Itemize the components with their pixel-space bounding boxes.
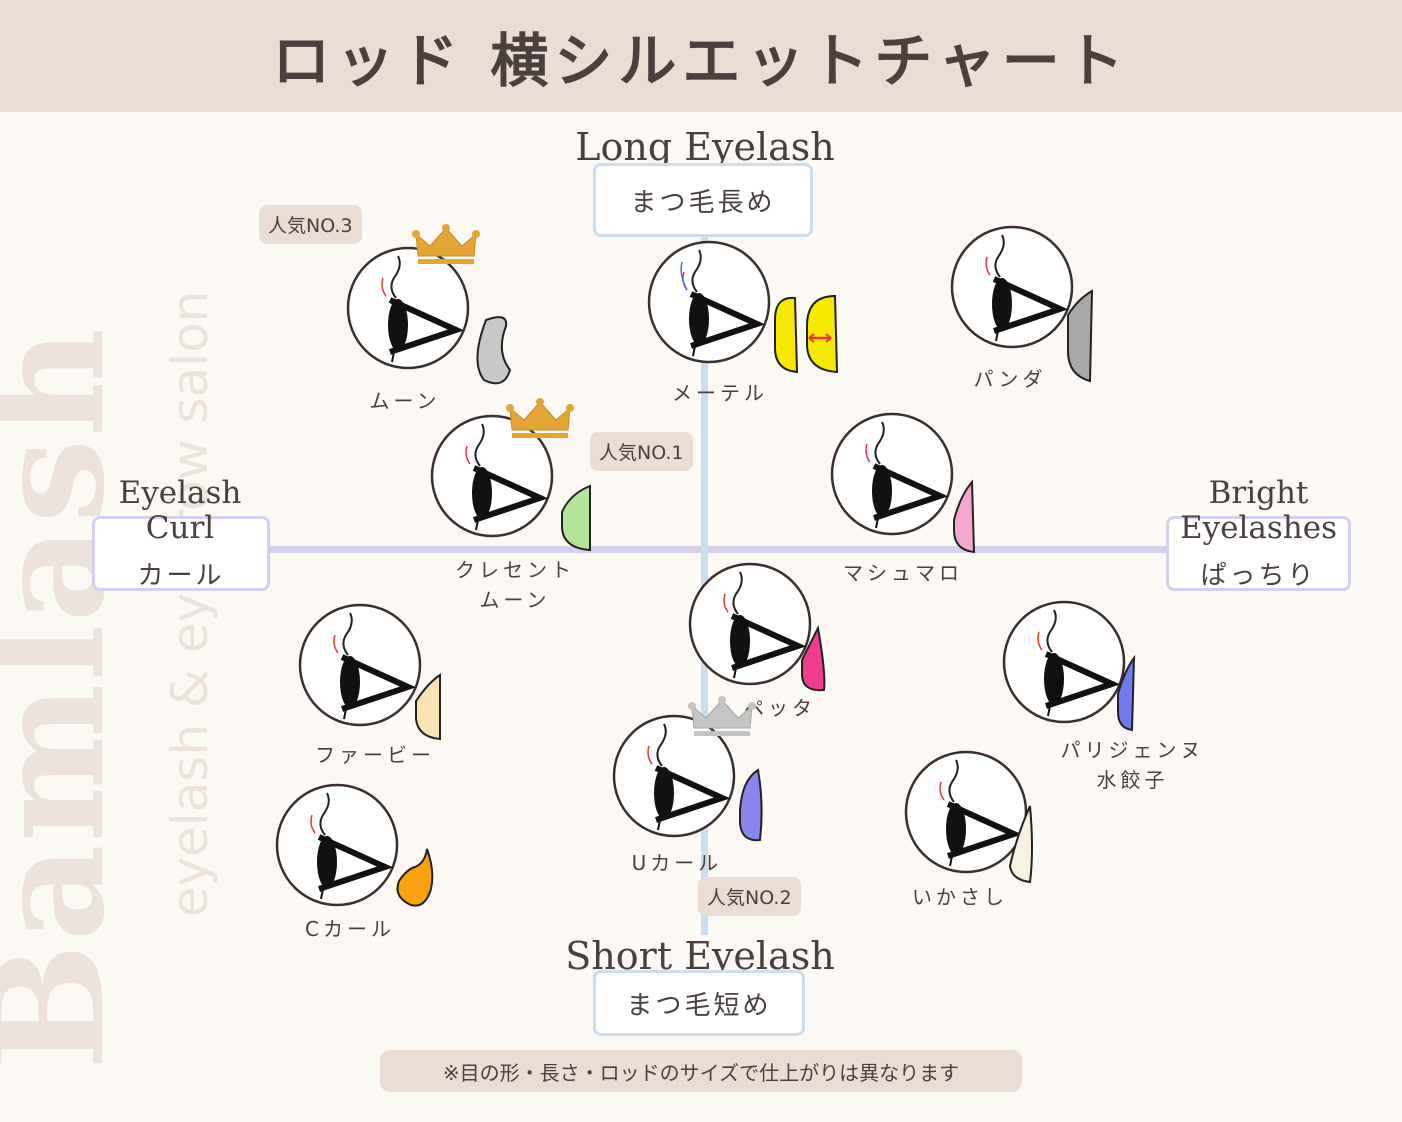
axis-left-title-line2: Curl (145, 509, 215, 546)
axis-left-title-line1: Eyelash (118, 475, 242, 511)
rod-meter-large (806, 294, 839, 374)
eye-ikasashi (904, 750, 1033, 884)
axis-left-box (92, 516, 270, 591)
crown-icon (412, 224, 480, 264)
crown-icon (688, 696, 756, 736)
page-title: ロッド 横シルエットチャート (272, 27, 1130, 95)
eye-meter (647, 240, 839, 374)
axis-right-title-line1: Bright (1208, 475, 1309, 511)
label-parisienne-line1: パリジェンヌ (1060, 738, 1205, 762)
eye-moon (346, 224, 512, 385)
label-furby: ファービー (315, 743, 435, 767)
axis-bottom-sub: まつ毛短め (626, 990, 772, 1021)
rod-panda (1067, 289, 1094, 383)
rod-crescent-moon (561, 484, 591, 552)
popularity-badge-no3: 人気NO.3 (259, 205, 362, 244)
eye-petta (688, 562, 826, 692)
label-panda: パンダ (973, 367, 1047, 391)
rod-ikasashi (1008, 805, 1033, 884)
eye-furby (298, 603, 441, 741)
eye-marshmallow (830, 412, 976, 554)
rod-petta (801, 624, 826, 692)
axis-top-sub: まつ毛長め (630, 187, 776, 218)
label-crescent-moon: クレセント ムーン (440, 555, 590, 615)
eye-u-curl (612, 696, 763, 842)
eye-c-curl (275, 783, 434, 923)
rod-moon (476, 316, 512, 385)
label-parisienne: パリジェンヌ 水餃子 (1045, 735, 1220, 795)
axis-left-title: Eyelash Curl (90, 476, 270, 545)
label-crescent-moon-line1: クレセント (455, 558, 575, 582)
rod-marshmallow (953, 479, 976, 554)
label-marshmallow: マシュマロ (843, 561, 963, 585)
label-crescent-moon-line2: ムーン (479, 588, 551, 612)
rod-parisienne (1117, 654, 1136, 732)
axis-right-title-line2: Eyelashes (1179, 509, 1337, 546)
popularity-badge-no2: 人気NO.2 (698, 877, 801, 916)
label-meter: メーテル (672, 381, 768, 405)
axis-top-box: まつ毛長め (593, 163, 813, 237)
label-moon: ムーン (369, 389, 441, 413)
rod-c-curl (396, 848, 434, 907)
rod-u-curl (739, 768, 763, 842)
watermark-subtitle: eyelash & eyebrow salon (161, 290, 219, 918)
axis-left-sub: カール (137, 561, 225, 591)
label-parisienne-line2: 水餃子 (1096, 768, 1169, 792)
axis-right-title: Bright Eyelashes (1166, 476, 1351, 545)
rod-meter-small (774, 296, 799, 374)
axis-right-sub: ぱっちり (1200, 561, 1317, 591)
popularity-badge-no1: 人気NO.1 (590, 432, 693, 471)
rod-furby (415, 673, 441, 741)
label-c-curl: Cカール (305, 917, 395, 941)
label-ikasashi: いかさし (912, 885, 1008, 909)
label-u-curl: Uカール (631, 851, 723, 875)
eye-crescent-moon (430, 398, 591, 552)
eye-parisienne (1002, 600, 1136, 732)
horizontal-axis (268, 546, 1168, 553)
header-bar: ロッド 横シルエットチャート (0, 0, 1402, 112)
disclaimer-note: ※目の形・長さ・ロッドのサイズで仕上がりは異なります (380, 1050, 1022, 1092)
watermark-brand: Bamlash (0, 325, 138, 1071)
crown-icon (506, 398, 574, 438)
axis-right-box (1166, 516, 1351, 591)
eye-panda (950, 225, 1094, 383)
axis-top-title: Long Eyelash (575, 125, 835, 169)
axis-bottom-box: まつ毛短め (593, 970, 805, 1036)
